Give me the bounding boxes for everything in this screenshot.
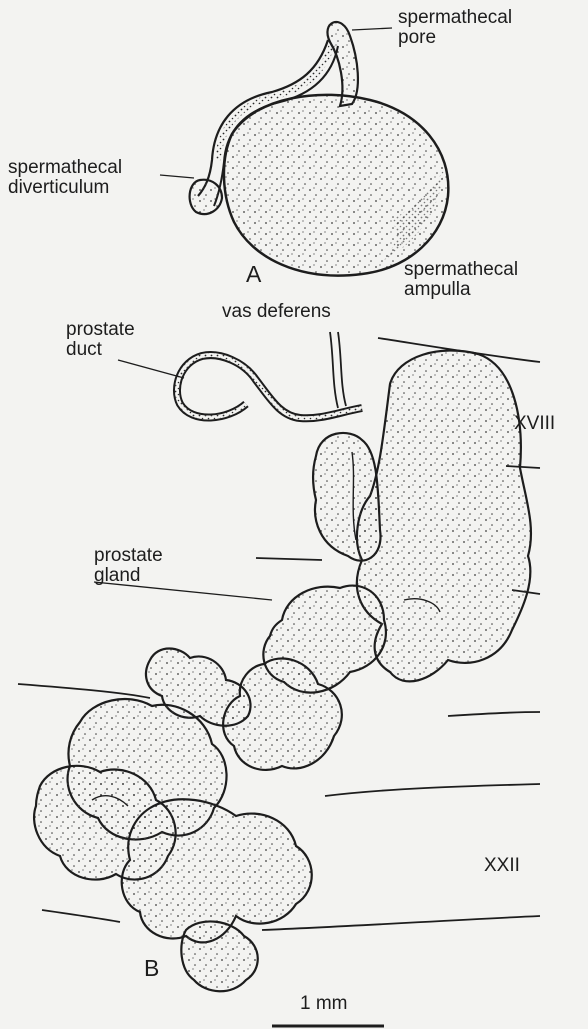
label-spermathecal-ampulla: spermathecal ampulla [404, 260, 518, 300]
label-vas-deferens: vas deferens [222, 302, 331, 322]
scale-bar-label: 1 mm [300, 994, 348, 1014]
spermatheca-drawing [190, 22, 449, 276]
label-line: diverticulum [8, 178, 122, 198]
spermathecal-diverticulum-shape [190, 180, 222, 214]
label-line: duct [66, 340, 135, 360]
label-segment-xxii: XXII [484, 856, 520, 876]
panel-letter-a: A [246, 264, 261, 284]
label-line: prostate [66, 320, 135, 340]
prostate-gland-shape [34, 351, 531, 992]
label-spermathecal-pore: spermathecal pore [398, 8, 512, 48]
label-prostate-gland: prostate gland [94, 546, 163, 586]
label-line: ampulla [404, 280, 518, 300]
label-line: pore [398, 28, 512, 48]
label-segment-xviii: XVIII [514, 414, 555, 434]
label-line: spermathecal [404, 260, 518, 280]
label-prostate-duct: prostate duct [66, 320, 135, 360]
panel-letter-b: B [144, 958, 159, 978]
label-spermathecal-diverticulum: spermathecal diverticulum [8, 158, 122, 198]
spermathecal-ampulla-shape [224, 95, 448, 276]
label-line: prostate [94, 546, 163, 566]
vas-deferens-shape [330, 332, 346, 408]
label-line: spermathecal [398, 8, 512, 28]
label-line: spermathecal [8, 158, 122, 178]
label-line: gland [94, 566, 163, 586]
